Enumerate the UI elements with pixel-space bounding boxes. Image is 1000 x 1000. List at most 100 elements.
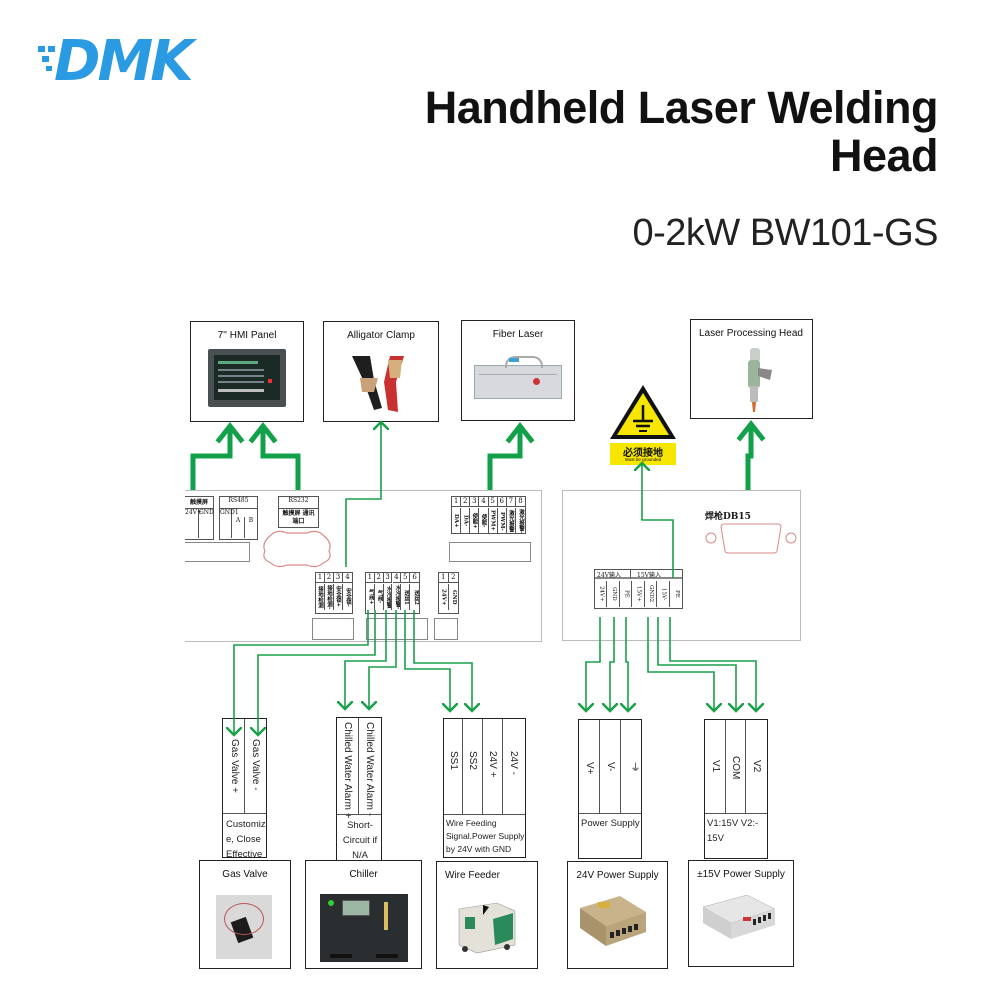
pin-label: 使能+ — [470, 508, 480, 534]
main-controller-panel: 触摸屏 24V+ GND RS485 GND1 A B RS232 触摸屏 通讯… — [185, 490, 542, 642]
title-line-1: Handheld Laser Welding — [424, 82, 939, 133]
device-label: Wire Feeder — [445, 870, 501, 881]
column-label: SS1 — [448, 751, 459, 770]
pin-label: GND2 — [645, 581, 658, 607]
terminal-note: Power Supply — [581, 818, 640, 829]
pin-number: 5 — [488, 497, 498, 507]
device-label: Laser Processing Head — [699, 328, 803, 339]
terminal-note: Wire Feeding Signal.Power Supply by 24V … — [446, 818, 525, 854]
pin-label: 接地检测+ — [317, 584, 325, 610]
pin-number: 1 — [439, 573, 449, 583]
terminal-label-wire-feeder: SS1 SS2 24V + 24V - Wire Feeding Signal.… — [443, 718, 526, 858]
hmi-panel-image — [208, 349, 286, 407]
pin-label: 安全锁- — [345, 587, 351, 607]
pin-label: 15V+ — [632, 581, 645, 607]
terminal-header: 触摸屏 — [185, 497, 213, 509]
power-supply-15v-image — [702, 894, 776, 939]
pin-number: 4 — [392, 573, 402, 583]
pin-number: 1 — [316, 573, 325, 583]
pin-number: 3 — [470, 497, 480, 507]
pin-number: 1 — [366, 573, 375, 583]
device-label: Chiller — [349, 869, 378, 880]
pin-label: 24V+ — [595, 581, 608, 607]
pin-label: 使能- — [479, 508, 489, 534]
column-label: Chilled Water Alarm - — [364, 722, 375, 817]
terminal-rs232: RS232 触摸屏 通讯端口 — [278, 496, 319, 528]
gas-valve-image — [216, 895, 272, 959]
thick-arrowheads — [215, 419, 766, 444]
device-label: 7'' HMI Panel — [217, 330, 277, 341]
pin-number: 6 — [410, 573, 419, 583]
column-label: 24V - — [508, 751, 519, 775]
pin-label: 气阀+ — [366, 584, 375, 610]
terminal-label-gas-valve: Gas Valve + Gas Valve - Customiz e, Clos… — [222, 718, 267, 860]
device-label: Gas Valve — [222, 869, 268, 880]
logo-pixel — [38, 46, 45, 52]
pin-label: PE — [620, 581, 633, 607]
ground-sign-text-en: Must be grounded — [624, 457, 662, 462]
device-box-chiller: Chiller — [305, 860, 422, 969]
pin-number: 3 — [334, 573, 343, 583]
pin-label: 送丝2 — [412, 589, 419, 605]
logo-pixel — [48, 46, 55, 52]
terminal-header: RS485 — [220, 497, 257, 509]
pin-number: 5 — [401, 573, 411, 583]
pin-a: A — [232, 517, 245, 538]
pin-label: 送丝1 — [401, 584, 411, 610]
model-subtitle: 0-2kW BW101-GS — [632, 212, 938, 254]
pin-number: 8 — [515, 497, 525, 507]
pin-label: 水冷报警+ — [385, 584, 393, 610]
pin-number: 2 — [325, 573, 334, 583]
pin-label: 接地检测- — [326, 584, 334, 610]
pin-number: 2 — [461, 497, 471, 507]
pin-b: B — [248, 517, 254, 524]
terminal-hmi-power: 触摸屏 24V+ GND — [185, 496, 214, 540]
pin-number: 2 — [448, 573, 458, 583]
db15-label: 焊枪DB15 — [705, 512, 751, 522]
title-line-2: Head — [829, 130, 939, 181]
pin-label: 15V- — [657, 581, 670, 607]
terminal-note: Short- Circuit if N/A — [342, 820, 378, 861]
db15-connector-outline — [705, 523, 797, 554]
logo-pixel — [46, 66, 52, 71]
pin-label: 水冷报警- — [394, 584, 402, 610]
pin-label: 激光报警+ — [507, 508, 516, 534]
pin-number: 1 — [452, 497, 462, 507]
pin-24v: 24V+ — [185, 509, 202, 538]
device-label: Fiber Laser — [492, 329, 544, 340]
db9-connector-outline — [263, 530, 331, 568]
connector-slot — [312, 618, 354, 640]
column-label: COM — [730, 756, 741, 780]
terminal-label-chiller: Chilled Water Alarm + Chilled Water Alar… — [336, 717, 382, 861]
pin-label: GND — [451, 589, 457, 605]
pin-label: 24V+ — [439, 584, 449, 610]
power-supply-24v-image — [580, 896, 646, 946]
column-label: Gas Valve - — [250, 739, 261, 791]
terminal-header: RS232 — [279, 497, 318, 509]
logo-text: DMK — [54, 29, 194, 94]
connector-slot — [434, 618, 458, 640]
pin-gnd1: GND1 — [220, 509, 239, 538]
arrowhead — [736, 419, 766, 442]
dmk-logo — [36, 36, 226, 88]
device-box-hmi-panel: 7'' HMI Panel — [190, 321, 304, 422]
device-box-fiber-laser: Fiber Laser — [461, 320, 575, 421]
pin-label: PWM+ — [489, 508, 498, 534]
wire-hmi-power — [190, 426, 233, 490]
pin-label: PE — [673, 590, 680, 598]
fiber-laser-image — [474, 356, 562, 399]
column-label: V1 — [710, 760, 721, 773]
pin-label: GND — [607, 581, 620, 607]
device-label: ±15V Power Supply — [697, 869, 785, 880]
pin-label: 安全锁+ — [334, 584, 343, 610]
input-header-24v: 24V输入 — [595, 570, 631, 579]
chiller-image — [320, 894, 408, 962]
pin-label: 激光报警- — [518, 508, 524, 534]
terminal-sub: 触摸屏 通讯端口 — [282, 510, 315, 525]
arrowhead — [215, 421, 245, 444]
laser-head-image — [748, 348, 772, 412]
